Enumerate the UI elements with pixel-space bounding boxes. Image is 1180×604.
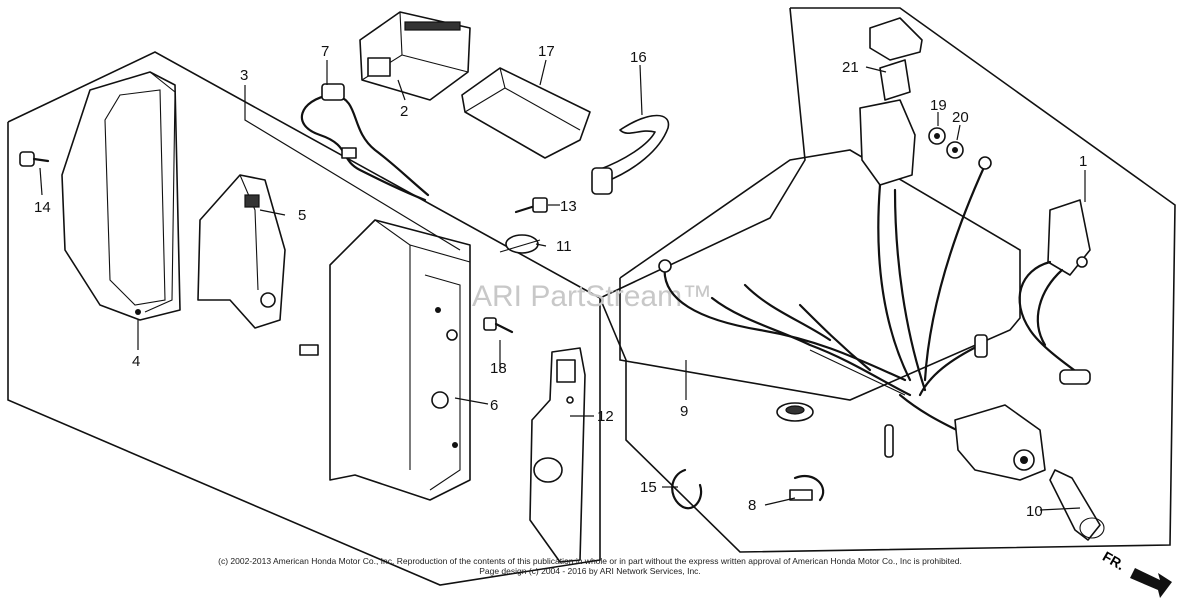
starter-solenoid[interactable] bbox=[954, 404, 1046, 481]
relay-block[interactable] bbox=[461, 67, 591, 159]
fuse-holder[interactable] bbox=[859, 99, 916, 186]
insulating-plate[interactable] bbox=[529, 347, 586, 563]
callout-leaders bbox=[39, 59, 1086, 511]
callout-2: 2 bbox=[400, 103, 408, 120]
group-outline-harness bbox=[619, 149, 1021, 401]
callout-17: 17 bbox=[538, 43, 555, 60]
fuse-holder-cap[interactable] bbox=[869, 17, 923, 101]
wire-sub-harness[interactable] bbox=[300, 83, 430, 202]
callout-12: 12 bbox=[597, 408, 614, 425]
callout-6: 6 bbox=[490, 397, 498, 414]
screw-part[interactable] bbox=[483, 317, 514, 334]
wire-clamp[interactable] bbox=[499, 234, 541, 254]
screw-part[interactable] bbox=[19, 151, 50, 167]
callout-20: 20 bbox=[952, 109, 969, 126]
grommet[interactable] bbox=[776, 402, 814, 422]
callout-18: 18 bbox=[490, 360, 507, 377]
page-design-notice: Page design (c) 2004 - 2016 by ARI Netwo… bbox=[479, 566, 701, 576]
mounting-bracket[interactable] bbox=[197, 174, 286, 329]
cable-strap[interactable] bbox=[591, 114, 670, 195]
watermark: ARI PartStream™ bbox=[472, 280, 712, 313]
bolt-part[interactable] bbox=[514, 197, 548, 214]
callout-10: 10 bbox=[1026, 503, 1043, 520]
callout-9: 9 bbox=[680, 403, 688, 420]
callout-19: 19 bbox=[930, 97, 947, 114]
cable-band[interactable] bbox=[789, 475, 825, 502]
terminal-clip[interactable] bbox=[1049, 469, 1105, 541]
callout-5: 5 bbox=[298, 207, 306, 224]
regulator-module[interactable] bbox=[359, 11, 471, 101]
callout-14: 14 bbox=[34, 199, 51, 216]
group-outline-right bbox=[598, 7, 1176, 553]
group-outline-left bbox=[7, 51, 601, 586]
nut-part[interactable] bbox=[928, 127, 946, 145]
callout-21: 21 bbox=[842, 59, 859, 76]
callout-7: 7 bbox=[321, 43, 329, 60]
copyright-notice: (c) 2002-2013 American Honda Motor Co., … bbox=[218, 556, 962, 566]
callout-13: 13 bbox=[560, 198, 577, 215]
callout-15: 15 bbox=[640, 479, 657, 496]
washer-part[interactable] bbox=[946, 141, 964, 159]
callout-8: 8 bbox=[748, 497, 756, 514]
control-box-cover[interactable] bbox=[61, 71, 181, 321]
ignition-switch[interactable] bbox=[1018, 199, 1091, 385]
callout-11: 11 bbox=[556, 238, 572, 255]
front-direction-arrow-icon bbox=[1130, 568, 1172, 598]
main-wire-harness[interactable] bbox=[658, 156, 992, 458]
callout-labels: 1 2 3 4 5 6 7 8 9 10 11 12 13 14 15 16 1… bbox=[34, 43, 1087, 520]
callout-3: 3 bbox=[240, 67, 248, 84]
control-box-panel[interactable] bbox=[299, 219, 471, 501]
callout-1: 1 bbox=[1079, 153, 1087, 170]
callout-4: 4 bbox=[132, 353, 140, 370]
callout-16: 16 bbox=[630, 49, 647, 66]
hose-clip[interactable] bbox=[671, 468, 703, 510]
